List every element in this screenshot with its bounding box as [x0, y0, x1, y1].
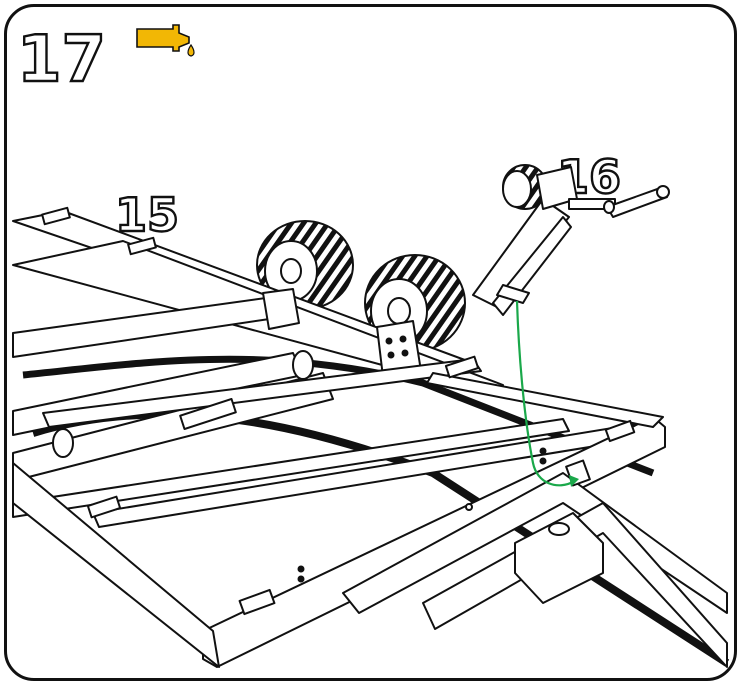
part-label-frame: 15	[115, 188, 179, 242]
assembly-drawing: 17 15 16	[12, 22, 730, 668]
step-number: 17	[17, 23, 106, 97]
grease-tube-icon	[136, 24, 195, 57]
winch-stand	[472, 164, 670, 316]
rear-wheel	[256, 220, 354, 310]
trailer-frame	[12, 206, 730, 668]
mounting-guide-arrow	[515, 300, 579, 487]
step-frame: 17 15 16	[4, 4, 737, 681]
